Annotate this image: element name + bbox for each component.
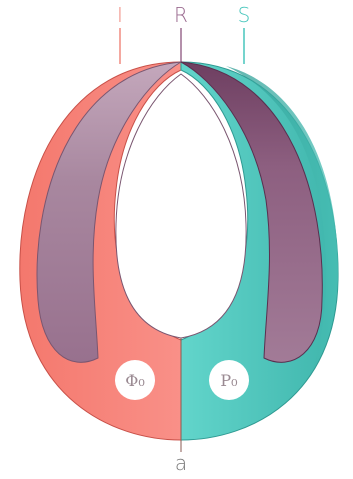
phi-label: Φ₀ xyxy=(125,371,145,390)
label-R: R xyxy=(174,3,188,27)
label-S: S xyxy=(238,3,251,27)
label-I: I xyxy=(117,3,123,27)
label-a: a xyxy=(175,451,187,475)
p-label: P₀ xyxy=(220,371,237,390)
